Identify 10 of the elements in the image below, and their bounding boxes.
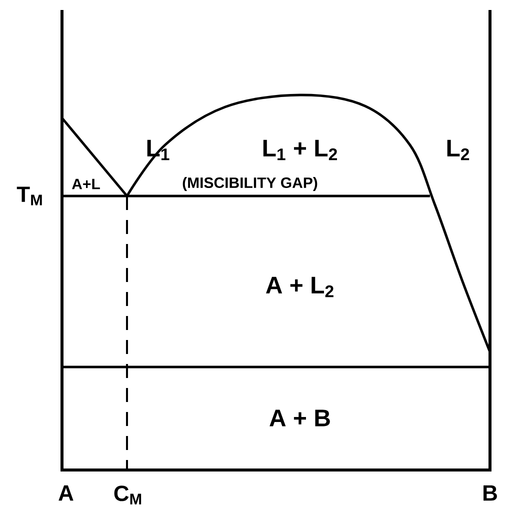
temperature-label: T$_{M}$: [16, 186, 42, 206]
region-label: (MISCIBILITY GAP): [182, 177, 318, 191]
axis-label: A: [58, 485, 74, 501]
axis-label: C$_{M}$: [114, 486, 142, 504]
region-label: L$_{2}$: [447, 140, 470, 160]
axis-label: B: [484, 485, 497, 501]
region-label: L$_{1}$ + L$_{2}$: [263, 140, 337, 160]
region-label: A+L: [72, 178, 100, 190]
region-label: A + L$_{2}$: [266, 276, 334, 298]
region-label: A + B: [270, 410, 330, 426]
